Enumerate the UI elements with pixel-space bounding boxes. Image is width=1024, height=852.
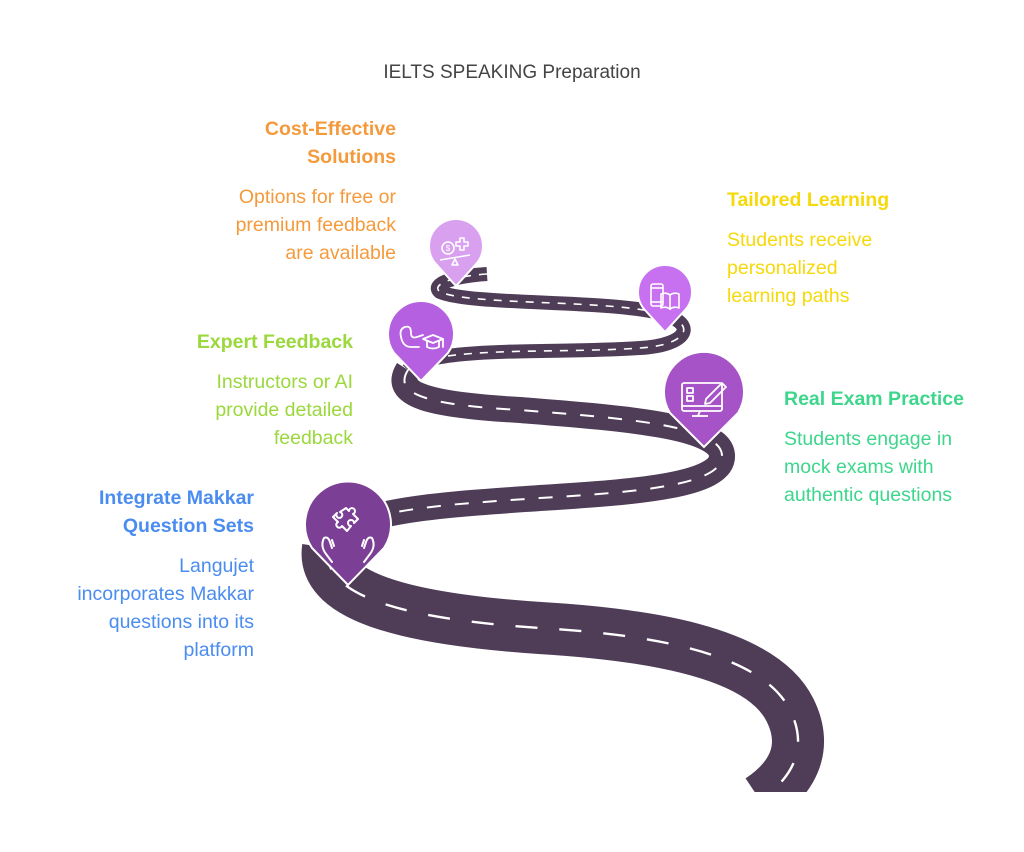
step-description: Options for free or premium feedback are…: [236, 183, 396, 267]
step-description: Langujet incorporates Makkar questions i…: [77, 552, 254, 664]
description-line: Students engage in: [784, 428, 953, 450]
step-integrate-makkar: Integrate Makkar Question Sets Langujet …: [77, 484, 254, 664]
heading-line: Real Exam Practice: [784, 388, 964, 410]
arm-graduation-cap-icon: [399, 325, 444, 350]
road-lane-dashes-middle: [327, 369, 724, 549]
step-tailored-learning: Tailored Learning Students receive perso…: [727, 186, 889, 310]
heading-line: Solutions: [307, 146, 396, 168]
description-line: authentic questions: [784, 484, 953, 506]
heading-line: Expert Feedback: [196, 331, 353, 353]
svg-text:$: $: [446, 244, 451, 253]
step-heading: Real Exam Practice: [784, 385, 964, 413]
pin-cost-effective: $: [428, 218, 484, 288]
description-line: Instructors or AI: [216, 371, 353, 393]
description-line: mock exams with: [784, 456, 934, 478]
coin-plus-scale-icon: $: [439, 237, 471, 266]
description-line: platform: [183, 639, 254, 661]
phone-book-icon: [650, 283, 680, 310]
description-line: Options for free or: [238, 186, 396, 208]
road-segment-lower: [301, 544, 824, 792]
description-line: premium feedback: [235, 214, 396, 236]
heading-line: Tailored Learning: [727, 189, 890, 211]
pin-expert-feedback: [387, 300, 455, 383]
monitor-checklist-pencil-icon: [681, 382, 727, 417]
step-description: Instructors or AI provide detailed feedb…: [197, 368, 353, 452]
step-description: Students engage in mock exams with authe…: [784, 425, 964, 509]
heading-line: Integrate Makkar: [99, 487, 254, 509]
step-expert-feedback: Expert Feedback Instructors or AI provid…: [197, 328, 353, 452]
step-heading: Cost-Effective Solutions: [236, 115, 396, 171]
step-description: Students receive personalized learning p…: [727, 226, 889, 310]
step-cost-effective: Cost-Effective Solutions Options for fre…: [236, 115, 396, 267]
description-line: feedback: [273, 427, 353, 449]
description-line: questions into its: [108, 611, 254, 633]
step-heading: Integrate Makkar Question Sets: [77, 484, 254, 540]
step-heading: Expert Feedback: [197, 328, 353, 356]
hands-puzzle-icon: [321, 507, 375, 563]
pin-real-exam-practice: [663, 351, 745, 449]
description-line: Langujet: [179, 555, 254, 577]
description-line: personalized: [727, 257, 838, 279]
pin-tailored-learning: [637, 264, 693, 334]
description-line: learning paths: [727, 285, 850, 307]
step-real-exam-practice: Real Exam Practice Students engage in mo…: [784, 385, 964, 509]
heading-line: Cost-Effective: [264, 118, 396, 140]
description-line: provide detailed: [215, 399, 353, 421]
step-heading: Tailored Learning: [727, 186, 889, 214]
description-line: incorporates Makkar: [77, 583, 254, 605]
description-line: Students receive: [727, 229, 873, 251]
road-lane-dashes-top: [407, 273, 685, 371]
diagram-title: IELTS SPEAKING Preparation: [383, 62, 641, 83]
description-line: are available: [285, 242, 396, 264]
pin-integrate-makkar: [304, 480, 392, 587]
heading-line: Question Sets: [122, 515, 254, 537]
